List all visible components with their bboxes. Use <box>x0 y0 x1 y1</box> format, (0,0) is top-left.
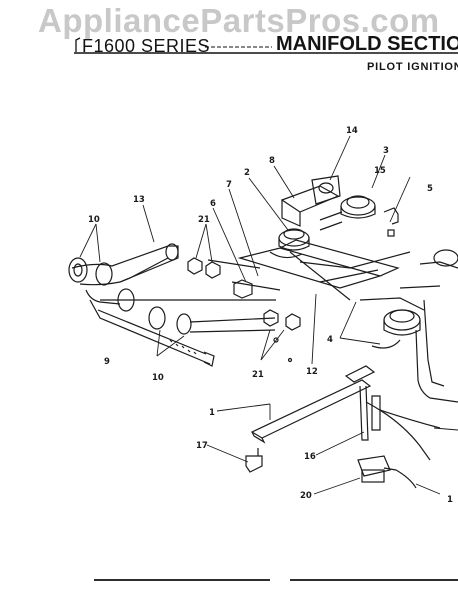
callout-5: 5 <box>427 184 433 194</box>
burner-right-upper <box>419 249 458 269</box>
valve-body-20 <box>357 455 417 489</box>
thermostat-valve-16 <box>359 385 441 461</box>
callout-1-left: 1 <box>209 408 215 418</box>
callout-9: 9 <box>104 357 110 367</box>
callout-8: 8 <box>269 156 275 166</box>
callout-21-bottom: 21 <box>252 370 264 380</box>
burner-cap-14 <box>311 175 341 205</box>
part-15 <box>383 207 399 237</box>
burner-tube-13 <box>71 243 179 286</box>
callout-2: 2 <box>244 168 250 178</box>
callout-14: 14 <box>346 126 358 136</box>
burner-head-left-top <box>68 257 113 286</box>
leader-lines <box>79 135 458 495</box>
callout-labels: 14 8 3 2 15 5 7 13 6 10 21 9 10 4 21 12 … <box>88 126 453 505</box>
callout-7: 7 <box>226 180 232 190</box>
bracket-8 <box>280 185 340 227</box>
burner-3 <box>319 195 376 231</box>
burner-tube-9 <box>85 288 215 367</box>
manifold-bar <box>237 239 411 301</box>
callout-21-top: 21 <box>198 215 210 225</box>
callout-15: 15 <box>374 166 386 176</box>
callout-20: 20 <box>300 491 312 501</box>
subsection-title: PILOT IGNITION <box>367 61 458 73</box>
callout-13: 13 <box>133 195 145 205</box>
callout-12: 12 <box>306 367 318 377</box>
callout-10-top: 10 <box>88 215 100 225</box>
callout-10-bottom: 10 <box>152 373 164 383</box>
callout-1-right: 1 <box>447 495 453 505</box>
series-title: F1600 SERIES <box>82 36 211 56</box>
bracket-17 <box>245 448 263 473</box>
header-rules <box>74 37 458 54</box>
burner-2 <box>269 228 310 259</box>
burner-4 <box>359 297 425 349</box>
callout-6: 6 <box>210 199 216 209</box>
ignition-clips <box>187 257 301 363</box>
callout-4: 4 <box>327 335 333 345</box>
pilot-tubing-left <box>100 259 281 333</box>
callout-16: 16 <box>304 452 316 462</box>
callout-3: 3 <box>383 146 389 156</box>
section-title: MANIFOLD SECTION <box>276 33 458 55</box>
watermark-text: AppliancePartsPros.com <box>38 2 440 39</box>
bracket-1 <box>250 365 376 444</box>
exploded-view <box>68 175 458 489</box>
tubing-right <box>399 285 458 403</box>
callout-17: 17 <box>196 441 208 451</box>
